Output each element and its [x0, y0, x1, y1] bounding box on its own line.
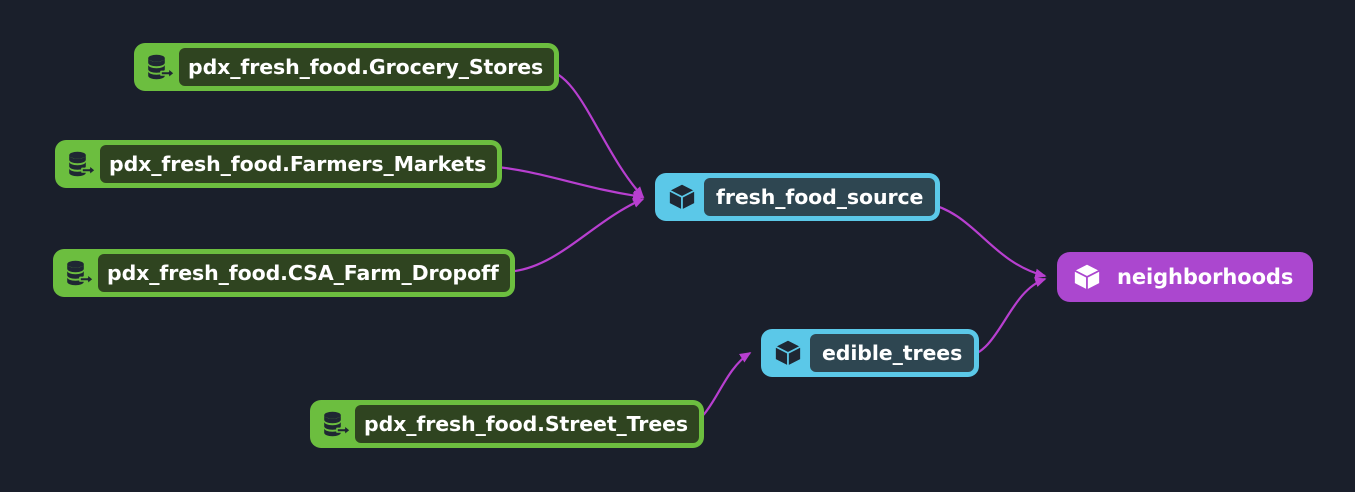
edge-farmers_markets-to-fresh_food_source — [486, 164, 645, 201]
node-label: pdx_fresh_food.Grocery_Stores — [188, 54, 544, 79]
node-neighborhoods[interactable]: neighborhoods — [1057, 252, 1314, 302]
edge-grocery_stores-to-fresh_food_source — [544, 68, 645, 199]
edge-csa_farm_dropoff-to-fresh_food_source — [502, 197, 645, 274]
database-source-icon — [58, 254, 100, 292]
node-label-box: fresh_food_source — [704, 178, 936, 216]
cube-icon — [766, 334, 810, 372]
node-street_trees[interactable]: pdx_fresh_food.Street_Trees — [310, 400, 705, 448]
node-label-box: pdx_fresh_food.Grocery_Stores — [179, 48, 555, 86]
node-label: neighborhoods — [1117, 264, 1294, 289]
node-label-box: pdx_fresh_food.Farmers_Markets — [100, 145, 498, 183]
node-fresh_food_source[interactable]: fresh_food_source — [655, 173, 941, 221]
cube-icon-white — [1071, 261, 1103, 293]
database-source-icon — [139, 48, 181, 86]
node-label-box: pdx_fresh_food.CSA_Farm_Dropoff — [98, 254, 510, 292]
node-label: edible_trees — [822, 340, 963, 365]
node-label: pdx_fresh_food.Street_Trees — [364, 411, 689, 436]
node-label: pdx_fresh_food.CSA_Farm_Dropoff — [107, 260, 499, 285]
node-label-box: edible_trees — [810, 334, 975, 372]
database-source-icon — [60, 145, 102, 183]
node-edible_trees[interactable]: edible_trees — [761, 329, 980, 377]
node-label: fresh_food_source — [716, 184, 924, 209]
node-label-box: pdx_fresh_food.Street_Trees — [355, 405, 700, 443]
cube-icon — [660, 178, 704, 216]
node-grocery_stores[interactable]: pdx_fresh_food.Grocery_Stores — [134, 43, 560, 91]
node-farmers_markets[interactable]: pdx_fresh_food.Farmers_Markets — [55, 140, 503, 188]
node-csa_farm_dropoff[interactable]: pdx_fresh_food.CSA_Farm_Dropoff — [53, 249, 515, 297]
database-source-icon — [315, 405, 357, 443]
node-label: pdx_fresh_food.Farmers_Markets — [109, 151, 487, 176]
edge-fresh_food_source-to-neighborhoods — [924, 201, 1047, 279]
